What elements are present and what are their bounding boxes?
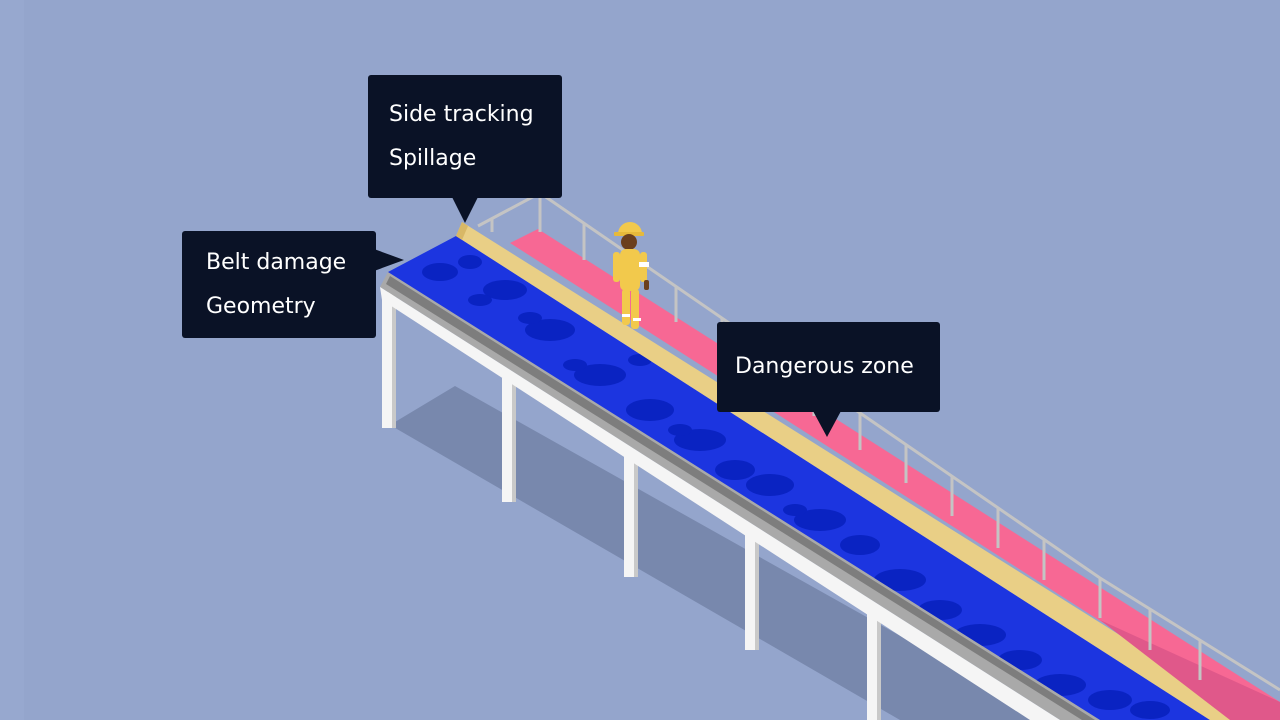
- left-edge: [0, 0, 24, 720]
- callout-pointer: [452, 197, 478, 223]
- callout-belt-damage: Belt damage Geometry: [182, 231, 404, 338]
- belt-pattern: [422, 255, 1170, 719]
- conveyor-frame: [380, 272, 1100, 720]
- ground-shadow: [390, 386, 1050, 720]
- dangerous-zone: [510, 229, 1280, 720]
- callout-text: Belt damage: [206, 250, 347, 275]
- callout-text: Side tracking: [389, 102, 534, 127]
- worker-icon: [613, 222, 649, 329]
- callout-pointer: [813, 411, 841, 437]
- callout-pointer: [374, 249, 404, 271]
- belt-edge: [456, 222, 1255, 720]
- support-legs: [382, 292, 881, 720]
- callout-text: Spillage: [389, 146, 477, 171]
- callout-side-tracking: Side tracking Spillage: [368, 75, 562, 223]
- conveyor-belt: [388, 236, 1210, 720]
- callout-dangerous-zone: Dangerous zone: [717, 322, 940, 437]
- callout-text: Dangerous zone: [735, 354, 914, 379]
- callout-text: Geometry: [206, 294, 316, 319]
